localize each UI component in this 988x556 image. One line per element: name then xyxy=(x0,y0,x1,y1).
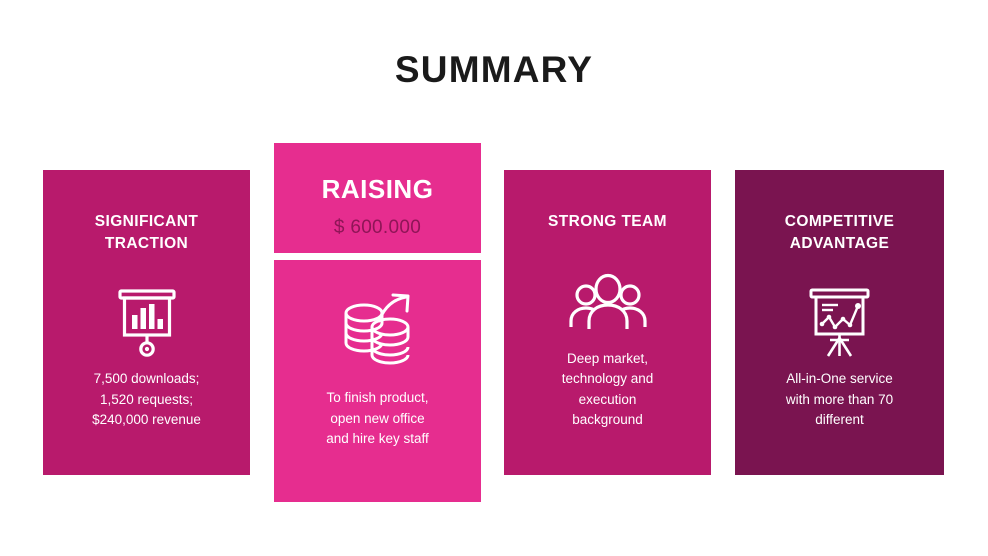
card-raising-detail[interactable]: To finish product, open new office and h… xyxy=(274,260,481,502)
page-title: SUMMARY xyxy=(394,49,594,90)
presentation-line-chart-icon xyxy=(803,285,877,363)
coins-growth-arrow-icon xyxy=(337,286,419,365)
card-strong-team[interactable]: STRONG TEAM Deep market, technology and … xyxy=(504,170,711,475)
card-title-raising: RAISING xyxy=(321,174,434,204)
card-significant-traction[interactable]: SIGNIFICANT TRACTION 7,500 downloads; 1,… xyxy=(43,170,250,475)
card-body-raising: To finish product, open new office and h… xyxy=(326,390,429,447)
card-amount-raising: $ 600.000 xyxy=(333,216,422,238)
people-group-icon xyxy=(568,263,647,341)
card-title-team: STRONG TEAM xyxy=(548,213,667,230)
card-title-traction: SIGNIFICANT TRACTION xyxy=(94,213,199,252)
card-body-advantage: All-in-One service with more than 70 dif… xyxy=(785,371,894,428)
presentation-bar-chart-icon xyxy=(111,285,183,363)
card-competitive-advantage[interactable]: COMPETITIVE ADVANTAGE xyxy=(735,170,944,475)
card-raising-header[interactable]: RAISING $ 600.000 xyxy=(274,143,481,253)
card-body-team: Deep market, technology and execution ba… xyxy=(561,350,654,428)
card-title-advantage: COMPETITIVE ADVANTAGE xyxy=(784,213,895,252)
card-body-traction: 7,500 downloads; 1,520 requests; $240,00… xyxy=(92,371,201,428)
